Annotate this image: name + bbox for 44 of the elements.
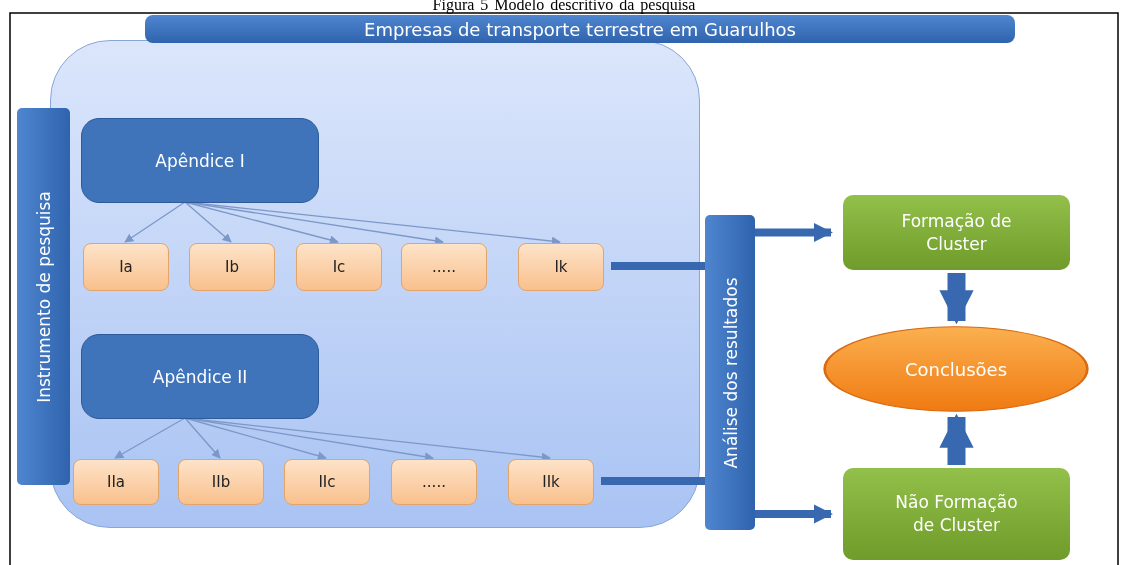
arrow [939,413,974,465]
conclusion-ellipse [822,325,1090,413]
node-label: Conclusões [904,358,1008,380]
node-label: Formação de Cluster [900,209,1013,256]
result-box [843,195,1070,270]
node-label: Apêndice I [155,150,245,171]
arrow [755,504,833,524]
node-label: Apêndice II [152,366,248,387]
node-label: Ib [225,258,239,276]
arrow [184,201,232,243]
item-box [83,243,169,291]
process-box [81,118,319,203]
node-label: Ik [554,258,568,276]
item-box [284,459,370,505]
result-box [843,468,1070,560]
header-bar [145,15,1015,43]
item-box [189,243,275,291]
node-label: IIk [542,473,560,491]
node-label: Não Formação de Cluster [894,491,1019,537]
node-label: Empresas de transporte terrestre em Guarulhos [364,18,796,40]
node-label: ..... [422,473,446,491]
item-box [391,459,477,505]
item-box [296,243,382,291]
arrow [755,222,833,243]
arrow [184,417,221,459]
node-label: IIa [106,473,125,491]
vertical-bar [17,108,70,485]
node-label: ..... [432,258,456,276]
item-box [401,243,487,291]
node-label: Ia [119,258,133,276]
item-box [518,243,604,291]
vertical-label: Instrumento de pesquisa [33,190,54,403]
arrow [939,273,974,325]
arrow [124,201,186,243]
item-box [508,459,594,505]
arrow [114,417,186,459]
vertical-bar [705,215,755,530]
node-label: IIc [318,473,336,491]
node-label: IIb [211,473,231,491]
process-box [81,334,319,419]
item-box [178,459,264,505]
item-box [73,459,159,505]
node-label: Ic [332,258,346,276]
vertical-label: Análise dos resultados [720,277,740,468]
